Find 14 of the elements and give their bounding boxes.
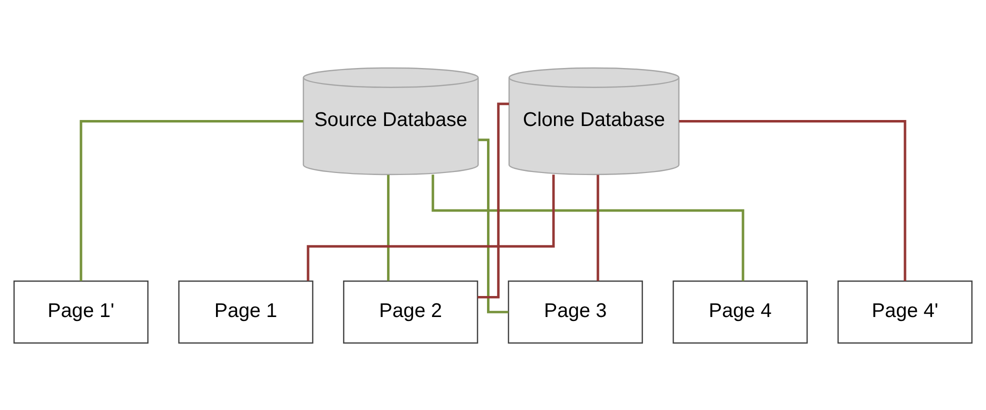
connector [432,174,744,281]
connector [596,174,600,280]
connector [387,174,390,280]
connector [478,102,509,298]
node-box: Page 4' [837,280,973,344]
connector [478,138,508,313]
node-box: Page 1' [13,280,149,344]
connector [80,120,304,280]
node-box: Page 2 [343,280,478,344]
node-box: Page 4 [672,280,808,344]
connector [678,120,906,280]
connector [306,174,555,280]
node-box: Page 3 [508,280,643,344]
node-box: Page 1 [178,280,314,344]
